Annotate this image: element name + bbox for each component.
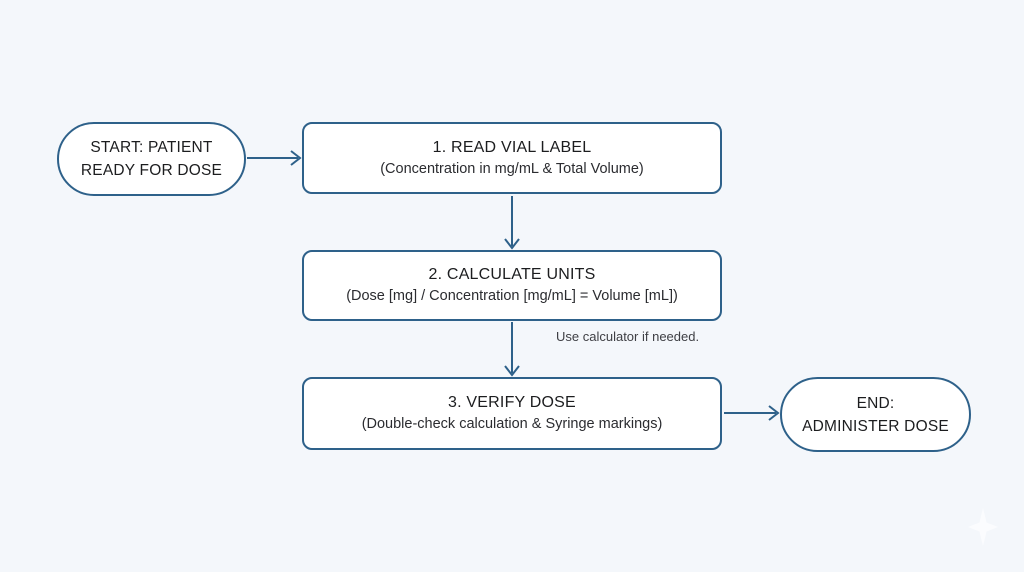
end-node-label-line1: END: [856,394,895,412]
process-step-2: 2. CALCULATE UNITS (Dose [mg] / Concentr… [302,250,722,321]
arrow-step1-to-step2 [504,196,520,250]
process-step-2-subtitle: (Dose [mg] / Concentration [mg/mL] = Vol… [346,288,678,304]
arrow-step3-to-end [724,405,780,421]
start-node: START: PATIENT READY FOR DOSE [57,122,246,196]
end-node-label-line2: ADMINISTER DOSE [802,417,949,435]
process-step-2-title: 2. CALCULATE UNITS [428,266,596,283]
calculator-note: Use calculator if needed. [556,329,700,344]
sparkle-icon [968,508,998,546]
process-step-1-subtitle: (Concentration in mg/mL & Total Volume) [380,160,644,177]
arrow-step2-to-step3 [504,322,520,377]
process-step-1: 1. READ VIAL LABEL (Concentration in mg/… [302,122,722,194]
process-step-3-title: 3. VERIFY DOSE [448,394,576,411]
process-step-3: 3. VERIFY DOSE (Double-check calculation… [302,377,722,450]
start-node-label-line1: START: PATIENT [90,139,213,156]
end-node: END: ADMINISTER DOSE [780,377,971,452]
process-step-3-subtitle: (Double-check calculation & Syringe mark… [361,416,663,432]
start-node-label-line2: READY FOR DOSE [80,162,223,179]
arrow-start-to-step1 [247,150,302,166]
process-step-1-title: 1. READ VIAL LABEL [432,138,592,156]
